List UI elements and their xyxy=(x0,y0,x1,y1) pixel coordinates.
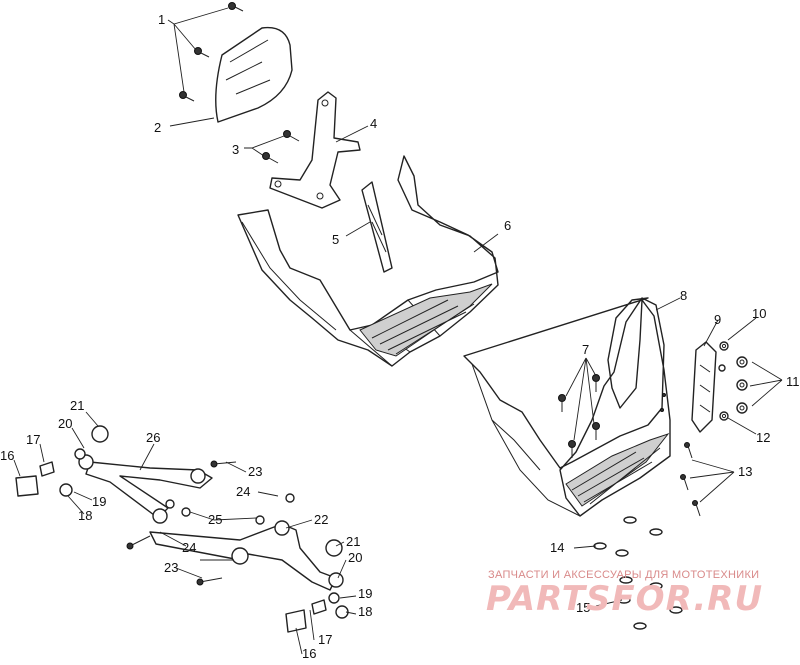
screw-7d xyxy=(568,440,576,458)
callout-14: 14 xyxy=(550,540,564,555)
screw-7c xyxy=(592,422,600,440)
watermark-brand: PARTSFOR.RU xyxy=(486,579,763,619)
nut-11b xyxy=(736,379,748,391)
ball-joint-upper xyxy=(15,425,109,497)
callout-25: 25 xyxy=(208,512,222,527)
callout-15: 15 xyxy=(576,600,590,615)
callout-21a: 21 xyxy=(70,398,84,413)
callout-23a: 23 xyxy=(248,464,262,479)
reflector-5 xyxy=(361,181,393,273)
callout-16b: 16 xyxy=(302,646,316,660)
callout-7: 7 xyxy=(582,342,589,357)
nut-10 xyxy=(719,341,729,351)
footrest-grip-left xyxy=(359,283,493,357)
callout-labels: 1 2 3 4 5 6 7 8 9 10 11 12 13 14 15 21 2… xyxy=(0,12,800,661)
callout-22: 22 xyxy=(314,512,328,527)
callout-11: 11 xyxy=(786,374,800,389)
callout-19a: 19 xyxy=(92,494,106,509)
bushing-25a xyxy=(181,507,191,517)
callout-19b: 19 xyxy=(358,586,372,601)
upper-a-arm xyxy=(85,461,213,524)
lower-a-arm xyxy=(149,520,337,591)
bushing-24a xyxy=(285,493,295,503)
screw-13c xyxy=(692,500,701,517)
callout-18b: 18 xyxy=(358,604,372,619)
callout-24a: 24 xyxy=(236,484,250,499)
screw-3b xyxy=(262,152,279,164)
callout-23b: 23 xyxy=(164,560,178,575)
screw-7a xyxy=(592,374,600,392)
footwell-left xyxy=(237,155,499,367)
callout-21b: 21 xyxy=(346,534,360,549)
footwell-right xyxy=(463,297,671,517)
bolt-23b xyxy=(126,535,151,550)
leader-lines xyxy=(13,7,783,655)
footrest-grip-right xyxy=(565,432,670,507)
callout-12: 12 xyxy=(756,430,770,445)
nut-12b xyxy=(718,364,726,372)
screw-3a xyxy=(283,130,300,142)
callout-2: 2 xyxy=(154,120,161,135)
screw-1c xyxy=(179,91,195,102)
callout-16a: 16 xyxy=(0,448,14,463)
nut-11c xyxy=(736,402,748,414)
callout-5: 5 xyxy=(332,232,339,247)
deflector-panel xyxy=(215,26,293,123)
callout-17a: 17 xyxy=(26,432,40,447)
bolt-23c xyxy=(196,577,223,586)
callout-8: 8 xyxy=(680,288,687,303)
watermark: ЗАПЧАСТИ И АКСЕССУАРЫ ДЛЯ МОТОТЕХНИКИ PA… xyxy=(486,569,763,619)
screw-1b xyxy=(194,47,210,58)
callout-3: 3 xyxy=(232,142,239,157)
ball-joint-lower xyxy=(285,539,349,633)
callout-20a: 20 xyxy=(58,416,72,431)
bushing-25b xyxy=(255,515,265,525)
watermark-tagline: ЗАПЧАСТИ И АКСЕССУАРЫ ДЛЯ МОТОТЕХНИКИ xyxy=(488,569,759,581)
callout-6: 6 xyxy=(504,218,511,233)
nut-11a xyxy=(736,356,748,368)
screw-1a xyxy=(228,2,244,12)
washer-group xyxy=(593,516,683,630)
bolt-23a xyxy=(210,460,237,468)
callout-1: 1 xyxy=(158,12,165,27)
callout-26: 26 xyxy=(146,430,160,445)
callout-9: 9 xyxy=(714,312,721,327)
reflector-9 xyxy=(691,341,717,433)
callout-24b: 24 xyxy=(182,540,196,555)
callout-13: 13 xyxy=(738,464,752,479)
mounting-bracket xyxy=(269,91,361,209)
screw-7b xyxy=(558,394,566,412)
nut-12 xyxy=(719,411,729,421)
bushing-24b xyxy=(165,499,175,509)
callout-4: 4 xyxy=(370,116,377,131)
callout-18a: 18 xyxy=(78,508,92,523)
callout-10: 10 xyxy=(752,306,766,321)
screw-13a xyxy=(684,442,693,459)
callout-17b: 17 xyxy=(318,632,332,647)
screw-13b xyxy=(680,474,689,491)
callout-20b: 20 xyxy=(348,550,362,565)
